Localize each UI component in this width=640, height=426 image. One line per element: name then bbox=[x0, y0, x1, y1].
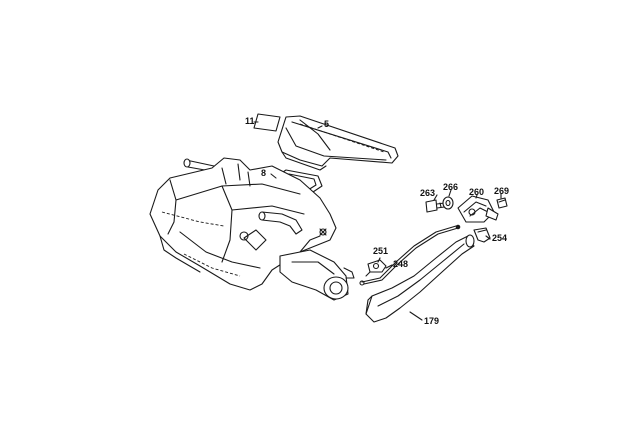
label-part-8: 8 bbox=[261, 168, 267, 178]
heater-housing-assembly[interactable] bbox=[149, 157, 355, 301]
label-part-260: 260 bbox=[469, 187, 485, 197]
part-260-bracket[interactable] bbox=[457, 195, 499, 223]
part-5-air-duct[interactable] bbox=[277, 115, 399, 171]
label-part-248: 248 bbox=[393, 259, 409, 269]
leader-lines bbox=[253, 121, 502, 321]
part-269-clip[interactable] bbox=[496, 197, 508, 209]
part-251-clamp[interactable] bbox=[365, 259, 387, 277]
label-part-254: 254 bbox=[492, 233, 508, 243]
part-248-cable[interactable] bbox=[359, 224, 461, 286]
part-254-plate[interactable] bbox=[473, 227, 491, 243]
label-part-5: 5 bbox=[324, 119, 330, 129]
label-part-11: 11 bbox=[245, 116, 255, 126]
part-11-pad[interactable] bbox=[253, 113, 281, 132]
part-179-hose[interactable] bbox=[365, 234, 475, 323]
part-266-washer[interactable] bbox=[442, 196, 454, 210]
label-part-269: 269 bbox=[494, 186, 510, 196]
label-part-179: 179 bbox=[424, 316, 440, 326]
label-part-251: 251 bbox=[373, 246, 389, 256]
label-part-263: 263 bbox=[420, 188, 436, 198]
label-part-266: 266 bbox=[443, 182, 459, 192]
